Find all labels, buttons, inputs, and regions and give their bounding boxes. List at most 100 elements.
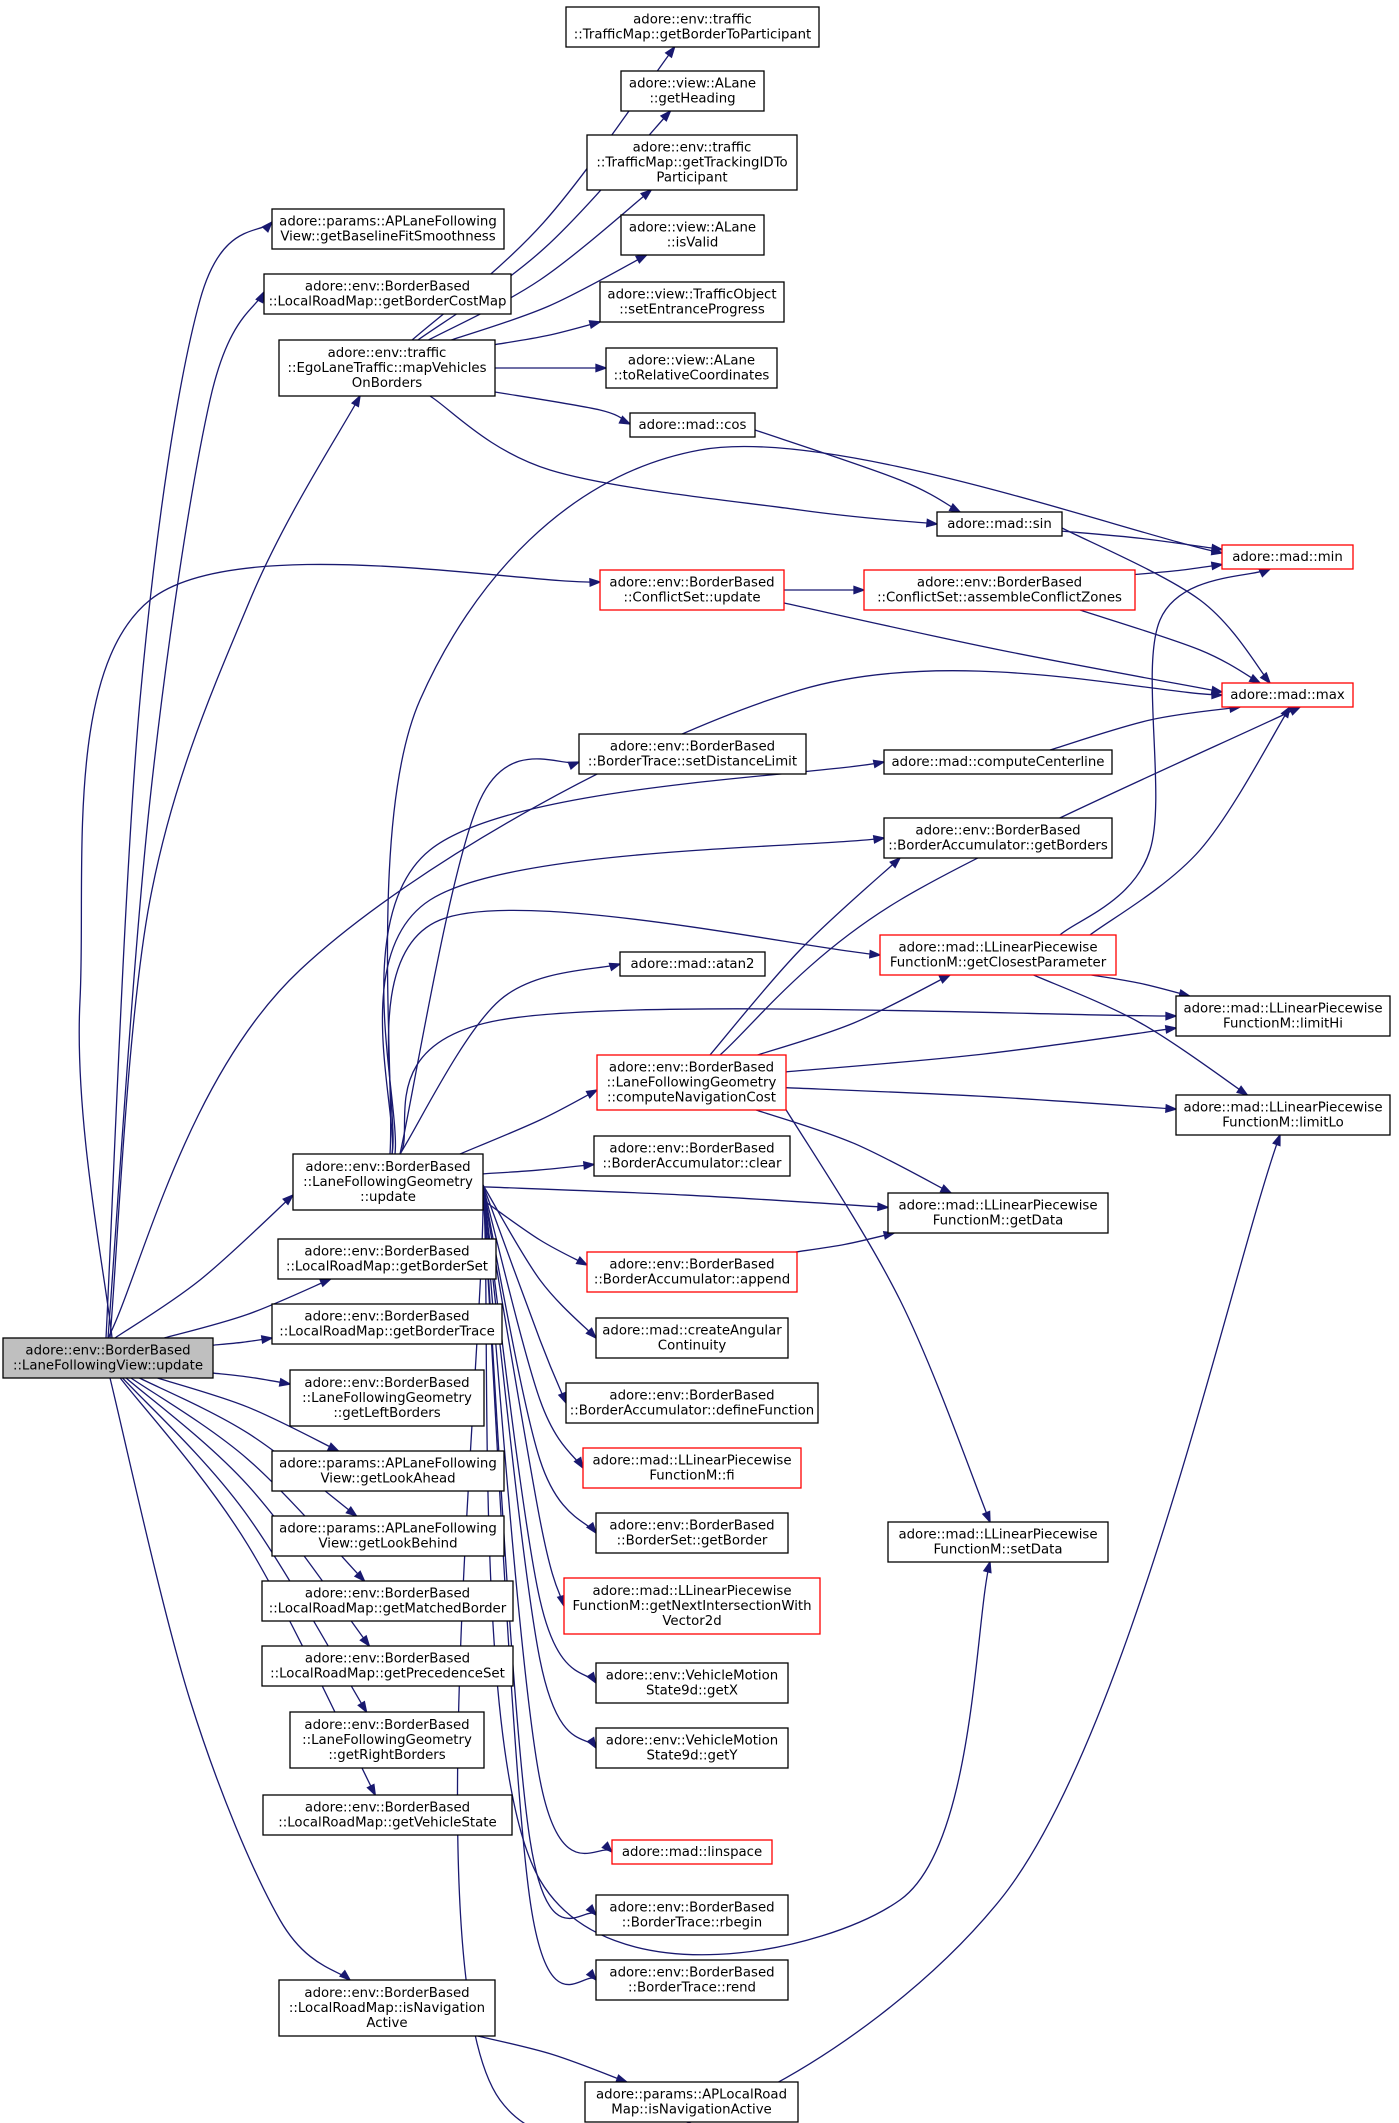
node-getBorderToParticipant[interactable]: adore::env::traffic::TrafficMap::getBord… (565, 6, 820, 48)
node-getTrackingIDToParticipant[interactable]: adore::env::traffic::TrafficMap::getTrac… (586, 134, 798, 191)
arrowhead (366, 1783, 377, 1797)
node-label-line: adore::env::VehicleMotion (606, 1734, 778, 1749)
edge-lfgUpdate-to-atan2 (399, 962, 622, 1155)
node-getVehicleState[interactable]: adore::env::BorderBased::LocalRoadMap::g… (262, 1794, 513, 1836)
arrowhead (948, 502, 962, 513)
node-getBaselineFitSmoothness[interactable]: adore::params::APLaneFollowingView::getB… (271, 208, 505, 250)
node-getHeading[interactable]: adore::view::ALane::getHeading (620, 70, 765, 112)
node-toRelativeCoordinates[interactable]: adore::view::ALane::toRelativeCoordinate… (605, 347, 778, 389)
node-label-line: ::LaneFollowingGeometry (303, 1175, 473, 1190)
node-lfgUpdate[interactable]: adore::env::BorderBased::LaneFollowingGe… (292, 1153, 484, 1211)
node-getClosestParameter[interactable]: adore::mad::LLinearPiecewiseFunctionM::g… (879, 934, 1117, 976)
node-setData[interactable]: adore::mad::LLinearPiecewiseFunctionM::s… (887, 1521, 1109, 1563)
node-computeCenterline[interactable]: adore::mad::computeCenterline (883, 749, 1113, 775)
node-label-line: adore::env::BorderBased (304, 1310, 469, 1325)
edge-computeNavigationCost-to-setData (779, 1099, 991, 1524)
node-isNavigationActiveMap[interactable]: adore::env::BorderBased::LocalRoadMap::i… (278, 1979, 496, 2037)
node-setEntranceProgress[interactable]: adore::view::TrafficObject::setEntranceP… (599, 281, 785, 323)
arrowhead (1248, 673, 1262, 684)
node-label-line: adore::env::traffic (633, 141, 752, 156)
node-sin[interactable]: adore::mad::sin (936, 511, 1063, 537)
node-limitHi[interactable]: adore::mad::LLinearPiecewiseFunctionM::l… (1175, 995, 1391, 1037)
node-getPrecedenceSet[interactable]: adore::env::BorderBased::LocalRoadMap::g… (261, 1645, 514, 1687)
node-isValid[interactable]: adore::view::ALane::isValid (620, 214, 765, 256)
node-label-line: adore::env::BorderBased (305, 1652, 470, 1667)
node-getBorderSet[interactable]: adore::env::BorderBased::LocalRoadMap::g… (277, 1238, 497, 1280)
node-box (1175, 995, 1391, 1037)
node-getData[interactable]: adore::mad::LLinearPiecewiseFunctionM::g… (887, 1192, 1109, 1234)
edges-layer (78, 45, 1302, 2123)
node-box (278, 339, 496, 397)
node-box (593, 1135, 791, 1177)
node-label-line: ::getLeftBorders (333, 1406, 440, 1421)
node-getMatchedBorder[interactable]: adore::env::BorderBased::LocalRoadMap::g… (261, 1580, 514, 1622)
node-label-line: View::getLookBehind (318, 1537, 457, 1552)
node-label-line: adore::mad::LLinearPiecewise (898, 1199, 1097, 1214)
node-max[interactable]: adore::mad::max (1221, 682, 1354, 708)
node-cos[interactable]: adore::mad::cos (629, 412, 756, 438)
node-label-line: FunctionM::getData (933, 1214, 1064, 1229)
arrowhead (1288, 706, 1302, 716)
node-label-line: ::LocalRoadMap::getBorderSet (286, 1260, 488, 1275)
node-accAppend[interactable]: adore::env::BorderBased::BorderAccumulat… (586, 1251, 798, 1293)
node-getBorder[interactable]: adore::env::BorderBased::BorderSet::getB… (595, 1512, 789, 1554)
node-getBorders[interactable]: adore::env::BorderBased::BorderAccumulat… (883, 817, 1113, 859)
edge-cos-to-sin (754, 429, 962, 513)
node-limitLo[interactable]: adore::mad::LLinearPiecewiseFunctionM::l… (1175, 1094, 1391, 1136)
node-getLookAhead[interactable]: adore::params::APLaneFollowingView::getL… (271, 1450, 505, 1492)
node-label-line: State9d::getX (646, 1684, 738, 1699)
node-box (629, 412, 756, 438)
node-rend[interactable]: adore::env::BorderBased::BorderTrace::re… (595, 1959, 789, 2001)
node-label-line: adore::view::TrafficObject (607, 288, 776, 303)
edge-root-to-getLookBehind (139, 1377, 359, 1518)
node-label-line: FunctionM::getClosestParameter (890, 956, 1107, 971)
node-getRightBorders[interactable]: adore::env::BorderBased::LaneFollowingGe… (289, 1711, 485, 1769)
node-assembleConflictZones[interactable]: adore::env::BorderBased::ConflictSet::as… (863, 569, 1136, 611)
node-root[interactable]: adore::env::BorderBased::LaneFollowingVi… (2, 1337, 214, 1379)
node-label-line: adore::mad::sin (947, 517, 1052, 532)
arrowhead (618, 415, 632, 425)
node-linspace[interactable]: adore::mad::linspace (611, 1839, 773, 1865)
node-label-line: adore::env::VehicleMotion (606, 1669, 778, 1684)
node-computeNavigationCost[interactable]: adore::env::BorderBased::LaneFollowingGe… (596, 1054, 787, 1111)
node-conflictUpdate[interactable]: adore::env::BorderBased::ConflictSet::up… (599, 569, 785, 611)
node-box (271, 1303, 503, 1345)
edge-root-to-conflictUpdate (78, 563, 602, 1339)
node-label-line: ::TrafficMap::getTrackingIDTo (596, 156, 787, 171)
node-min[interactable]: adore::mad::min (1221, 544, 1354, 570)
node-mapVehiclesOnBorders[interactable]: adore::env::traffic::EgoLaneTraffic::map… (278, 339, 496, 397)
node-getLookBehind[interactable]: adore::params::APLaneFollowingView::getL… (271, 1515, 505, 1557)
node-accClear[interactable]: adore::env::BorderBased::BorderAccumulat… (593, 1135, 791, 1177)
node-label-line: ::isValid (667, 236, 719, 251)
node-label-line: ::LocalRoadMap::isNavigation (289, 2001, 485, 2016)
node-defineFunction[interactable]: adore::env::BorderBased::BorderAccumulat… (565, 1382, 819, 1424)
node-label-line: adore::env::BorderBased (304, 1376, 469, 1391)
node-setDistanceLimit[interactable]: adore::env::BorderBased::BorderTrace::se… (578, 733, 807, 775)
node-getNextIntersectionWithVector2d[interactable]: adore::mad::LLinearPiecewiseFunctionM::g… (563, 1577, 821, 1635)
node-atan2[interactable]: adore::mad::atan2 (619, 951, 766, 977)
node-label-line: ::LocalRoadMap::getVehicleState (278, 1816, 496, 1831)
edge-lfgUpdate-to-computeCenterline (383, 759, 886, 1155)
arrowhead (586, 1671, 598, 1685)
node-box (595, 1894, 789, 1936)
node-box (1221, 544, 1354, 570)
edge-computeNavigationCost-to-limitLo (785, 1087, 1178, 1113)
node-label-line: adore::params::APLaneFollowing (279, 1457, 497, 1472)
node-getBorderCostMap[interactable]: adore::env::BorderBased::LocalRoadMap::g… (263, 273, 512, 315)
node-isNavigationActiveParams[interactable]: adore::params::APLocalRoadMap::isNavigat… (584, 2081, 799, 2123)
node-getBorderTrace[interactable]: adore::env::BorderBased::LocalRoadMap::g… (271, 1303, 503, 1345)
node-fi[interactable]: adore::mad::LLinearPiecewiseFunctionM::f… (582, 1447, 802, 1489)
edge-root-to-getBorderTrace (212, 1335, 274, 1346)
edge-lfgUpdate-to-fi (482, 1185, 585, 1470)
arrowhead (585, 1968, 598, 1982)
node-label-line: adore::env::BorderBased (304, 1245, 469, 1260)
node-label-line: ::LocalRoadMap::getMatchedBorder (269, 1602, 507, 1617)
node-getLeftBorders[interactable]: adore::env::BorderBased::LaneFollowingGe… (289, 1369, 485, 1427)
node-rbegin[interactable]: adore::env::BorderBased::BorderTrace::rb… (595, 1894, 789, 1936)
node-label-line: ::ConflictSet::assembleConflictZones (877, 591, 1122, 606)
edge-computeNavigationCost-to-getData (755, 1109, 953, 1194)
